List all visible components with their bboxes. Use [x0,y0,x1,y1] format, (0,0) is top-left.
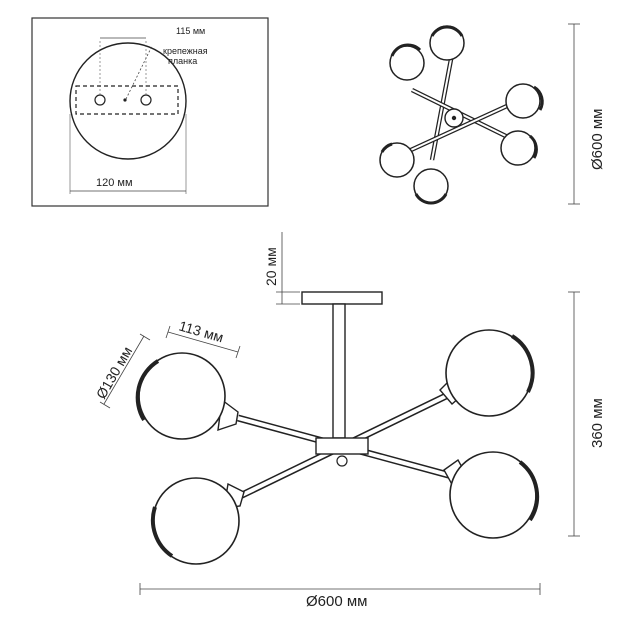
inset-frame [31,17,269,207]
mounting-bar [75,85,179,115]
front-hub [315,437,369,455]
front-globe-upper-right [445,329,535,417]
front-globe-lower-right [449,451,540,539]
top-globe-4 [500,130,538,166]
top-globe-2 [389,43,425,81]
hub-finial [336,455,348,467]
height-label: 360 мм [589,398,606,448]
top-globe-1 [429,25,465,61]
screw-hole-left [94,94,106,106]
diameter-label: Ø600 мм [306,593,368,610]
front-canopy [301,291,383,305]
front-globe-lower-left [150,477,240,565]
plate-label-line2: планка [168,56,197,66]
front-stem [332,303,346,439]
center-point [123,98,127,102]
canopy-height-label: 20 мм [263,247,279,286]
top-diameter-label: Ø600 мм [589,109,606,171]
top-globe-5 [379,142,415,178]
mounting-plate-inset: 115 мм крепежная планка 120 мм [31,17,269,207]
front-view: 20 мм 113 мм Ø130 мм 360 мм Ø600 мм [93,232,606,610]
plate-label-line1: крепежная [163,46,208,56]
shade-length-dimension-line [167,331,239,353]
shade-diameter-dimension-line [103,335,145,405]
canopy-circle [69,42,187,160]
top-globe-6 [413,168,449,205]
width-label: 120 мм [96,177,133,189]
top-globe-3 [505,83,544,119]
front-globe-upper-left [135,352,226,440]
shade-diameter-label: Ø130 мм [93,344,136,402]
screw-hole-right [140,94,152,106]
top-view: Ø600 мм [379,23,606,205]
spacing-label: 115 мм [176,26,205,36]
plate-leader-line [125,45,153,100]
